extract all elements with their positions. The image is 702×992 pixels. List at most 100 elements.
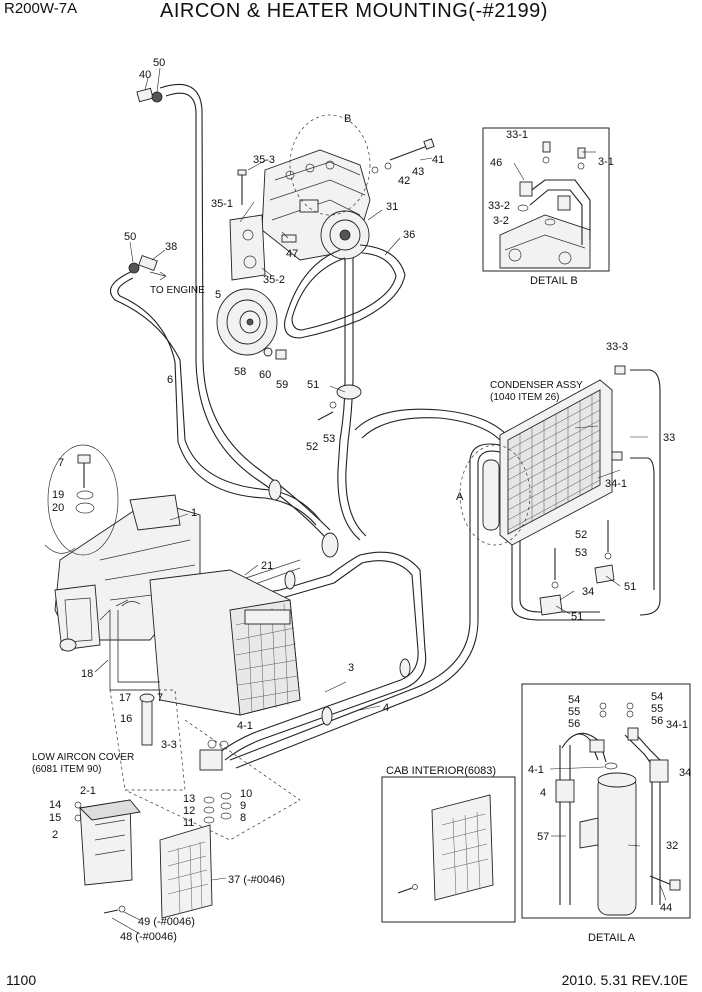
- label-37: 37 (-#0046): [228, 874, 285, 886]
- detail-a-box: [521, 683, 691, 919]
- hose-clamps: [268, 384, 411, 726]
- top-fitting-40-50: [136, 67, 163, 103]
- label-1: 1: [191, 507, 197, 519]
- caption-detail-a: DETAIL A: [588, 932, 636, 944]
- label-33: 33: [663, 432, 675, 444]
- label-a-57: 57: [537, 831, 549, 843]
- revision-date: 2010. 5.31 REV.10E: [561, 972, 688, 988]
- heater-unit: [44, 444, 301, 716]
- caption-condenser: CONDENSER ASSY: [490, 380, 583, 391]
- label-58: 58: [234, 366, 246, 378]
- label-7: 7: [58, 457, 64, 469]
- clamp-51-52-53: [317, 385, 346, 421]
- label-20: 20: [52, 502, 64, 514]
- label-33-3: 33-3: [606, 341, 628, 353]
- label-41: 41: [432, 154, 444, 166]
- caption-low-cover-ref: (6081 ITEM 90): [32, 764, 101, 775]
- label-34: 34: [582, 586, 594, 598]
- label-3-3: 3-3: [161, 739, 177, 751]
- caption-detail-b: DETAIL B: [530, 275, 578, 287]
- label-17: 17: [119, 692, 131, 704]
- label-40: 40: [139, 69, 151, 81]
- caption-to-engine: TO ENGINE: [150, 285, 205, 296]
- label-8: 8: [240, 812, 246, 824]
- label-3: 3: [348, 662, 354, 674]
- condenser-assembly: [499, 365, 626, 546]
- label-48: 48 (-#0046): [120, 931, 177, 943]
- compressor-assembly: [229, 138, 435, 281]
- cab-interior-box: [381, 776, 516, 923]
- label-5: 5: [215, 289, 221, 301]
- part-labels: 40 50 35-3 35-1 47 35-2 31 36 41 42 43 5…: [32, 57, 691, 944]
- label-12: 12: [183, 805, 195, 817]
- label-49: 49 (-#0046): [138, 916, 195, 928]
- label-2: 2: [52, 829, 58, 841]
- view-a-marker: A: [456, 491, 464, 503]
- caption-condenser-ref: (1040 ITEM 26): [490, 392, 559, 403]
- label-2-1: 2-1: [80, 785, 96, 797]
- label-43: 43: [412, 166, 424, 178]
- label-7b: 7: [157, 692, 163, 704]
- label-a-54b: 54: [651, 691, 663, 703]
- view-b-marker: B: [344, 113, 351, 125]
- label-19: 19: [52, 489, 64, 501]
- label-a-44: 44: [660, 902, 672, 914]
- page-number: 1100: [6, 972, 37, 988]
- label-21: 21: [261, 560, 273, 572]
- caption-low-cover: LOW AIRCON COVER: [32, 752, 134, 763]
- control-panel: [74, 799, 141, 886]
- label-a-55: 55: [568, 706, 580, 718]
- label-10: 10: [240, 788, 252, 800]
- label-9: 9: [240, 800, 246, 812]
- label-a-55b: 55: [651, 703, 663, 715]
- label-51: 51: [307, 379, 319, 391]
- label-16: 16: [120, 713, 132, 725]
- air-grille: [103, 824, 213, 919]
- label-18: 18: [81, 668, 93, 680]
- low-aircon-cover: [109, 689, 301, 841]
- label-a-34-1: 34-1: [666, 719, 688, 731]
- drive-belt: [284, 244, 406, 339]
- fitting-38-50: [128, 241, 167, 281]
- receiver-drier-view: A: [456, 444, 531, 546]
- label-a-56b: 56: [651, 715, 663, 727]
- model-code: R200W-7A: [4, 0, 78, 17]
- label-a-56: 56: [568, 718, 580, 730]
- label-52b: 52: [575, 529, 587, 541]
- label-42: 42: [398, 175, 410, 187]
- label-31: 31: [386, 201, 398, 213]
- label-34-1: 34-1: [605, 478, 627, 490]
- label-b-3-1: 3-1: [598, 156, 614, 168]
- label-53b: 53: [575, 547, 587, 559]
- label-a-4-1: 4-1: [528, 764, 544, 776]
- detail-b-callout: B: [289, 113, 371, 216]
- label-13: 13: [183, 793, 195, 805]
- label-11: 11: [183, 817, 194, 829]
- label-b-46: 46: [490, 157, 502, 169]
- label-35-1: 35-1: [211, 198, 233, 210]
- label-a-54: 54: [568, 694, 580, 706]
- label-a-32: 32: [666, 840, 678, 852]
- label-6: 6: [167, 374, 173, 386]
- page-title: AIRCON & HEATER MOUNTING(-#2199): [160, 0, 548, 22]
- label-b-3-2: 3-2: [493, 215, 509, 227]
- leader-lines: [94, 151, 667, 935]
- label-a-4: 4: [540, 787, 546, 799]
- label-47: 47: [286, 248, 298, 260]
- caption-cab-interior: CAB INTERIOR(6083): [386, 765, 496, 777]
- label-50: 50: [153, 57, 165, 69]
- label-15: 15: [49, 812, 61, 824]
- label-b-33-2: 33-2: [488, 200, 510, 212]
- label-59: 59: [276, 379, 288, 391]
- label-53: 53: [323, 433, 335, 445]
- label-50b: 50: [124, 231, 136, 243]
- label-a-34: 34: [679, 767, 691, 779]
- label-52: 52: [306, 441, 318, 453]
- label-38: 38: [165, 241, 177, 253]
- label-4-1: 4-1: [237, 720, 253, 732]
- label-60: 60: [259, 369, 271, 381]
- label-35-3: 35-3: [253, 154, 275, 166]
- label-51c: 51: [571, 611, 583, 623]
